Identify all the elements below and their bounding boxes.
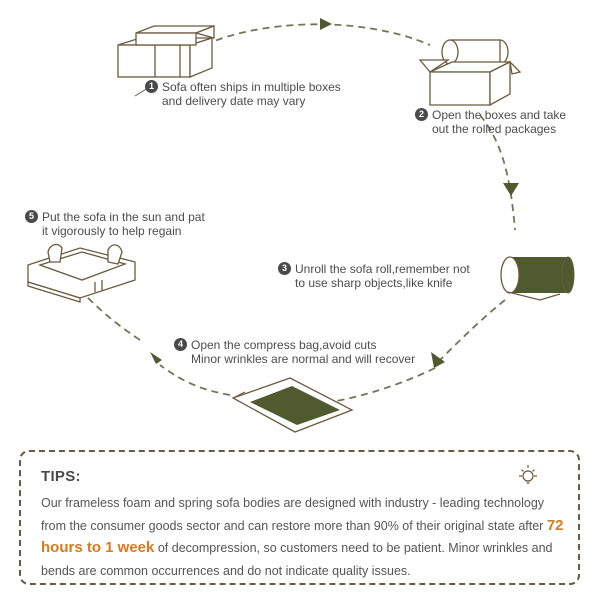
sofa-hands-icon [27, 243, 136, 303]
step-number-badge: 5 [25, 210, 38, 223]
sofa-roll-icon [500, 256, 575, 301]
boxes-icon [117, 25, 215, 78]
lightbulb-icon [519, 465, 537, 484]
arrow-head-icon [320, 18, 332, 30]
step-number-badge: 1 [145, 80, 158, 93]
arrow-head-icon [503, 183, 519, 196]
open-box-icon [418, 39, 522, 107]
step-number-badge: 4 [174, 338, 187, 351]
tips-text-before: Our frameless foam and spring sofa bodie… [41, 496, 545, 533]
arrow-head-icon [431, 352, 445, 368]
step-number-badge: 3 [278, 262, 291, 275]
arrow-head-icon [150, 352, 162, 364]
tips-title: TIPS: [41, 468, 81, 485]
compress-bag-icon [231, 377, 354, 433]
tips-panel: TIPS: Our frameless foam and spring sofa… [19, 450, 580, 585]
tips-highlight: 72 hours to 1 week [41, 516, 564, 557]
step-number-badge: 2 [415, 108, 428, 121]
tips-body: Our frameless foam and spring sofa bodie… [41, 492, 571, 582]
cycle-path [27, 18, 575, 433]
tips-text-after: of decompression, so customers need to b… [41, 541, 553, 578]
